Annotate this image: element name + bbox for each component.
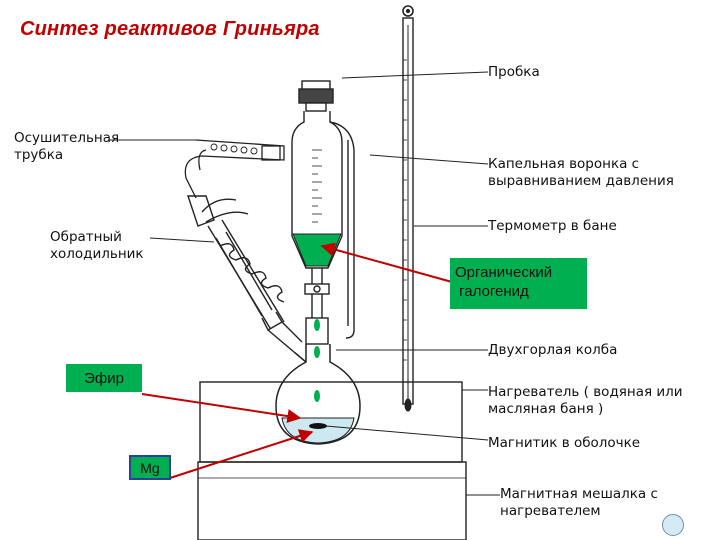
ether-box: Эфир [66,364,142,392]
label-thermometer: Термометр в бане [488,218,617,234]
two-neck-flask [275,344,361,445]
label-dropping-funnel: Капельная воронка с выравниванием давлен… [488,156,674,189]
organic-halide-liquid [292,233,342,267]
page-title: Синтез реактивов Гриньяра [20,18,320,40]
mg-box: Mg [129,455,171,480]
stir-bar [309,423,327,429]
label-heater: Нагреватель ( водяная или масляная баня … [488,384,683,417]
leader-lines [110,71,500,496]
label-stopper: Пробка [488,64,540,80]
label-stir-bar: Магнитик в оболочке [488,435,641,451]
thermometer [402,5,414,412]
round-button-icon[interactable] [662,514,684,536]
reflux-condenser [187,195,303,353]
drying-tube [184,139,285,199]
magnetic-stirrer [197,461,467,540]
heating-bath [199,381,463,463]
label-drying-tube: Осушительная трубка [14,130,120,163]
label-magnetic-stirrer: Магнитная мешалка с нагревателем [500,486,658,519]
dropping-funnel [291,80,355,345]
label-reflux-condenser: Обратный холодильник [50,229,144,262]
organic-halide-box: Органический галогенид [450,258,587,309]
red-arrows [141,242,453,479]
halide-drops [314,319,320,402]
label-two-neck-flask: Двухгорлая колба [488,342,618,358]
